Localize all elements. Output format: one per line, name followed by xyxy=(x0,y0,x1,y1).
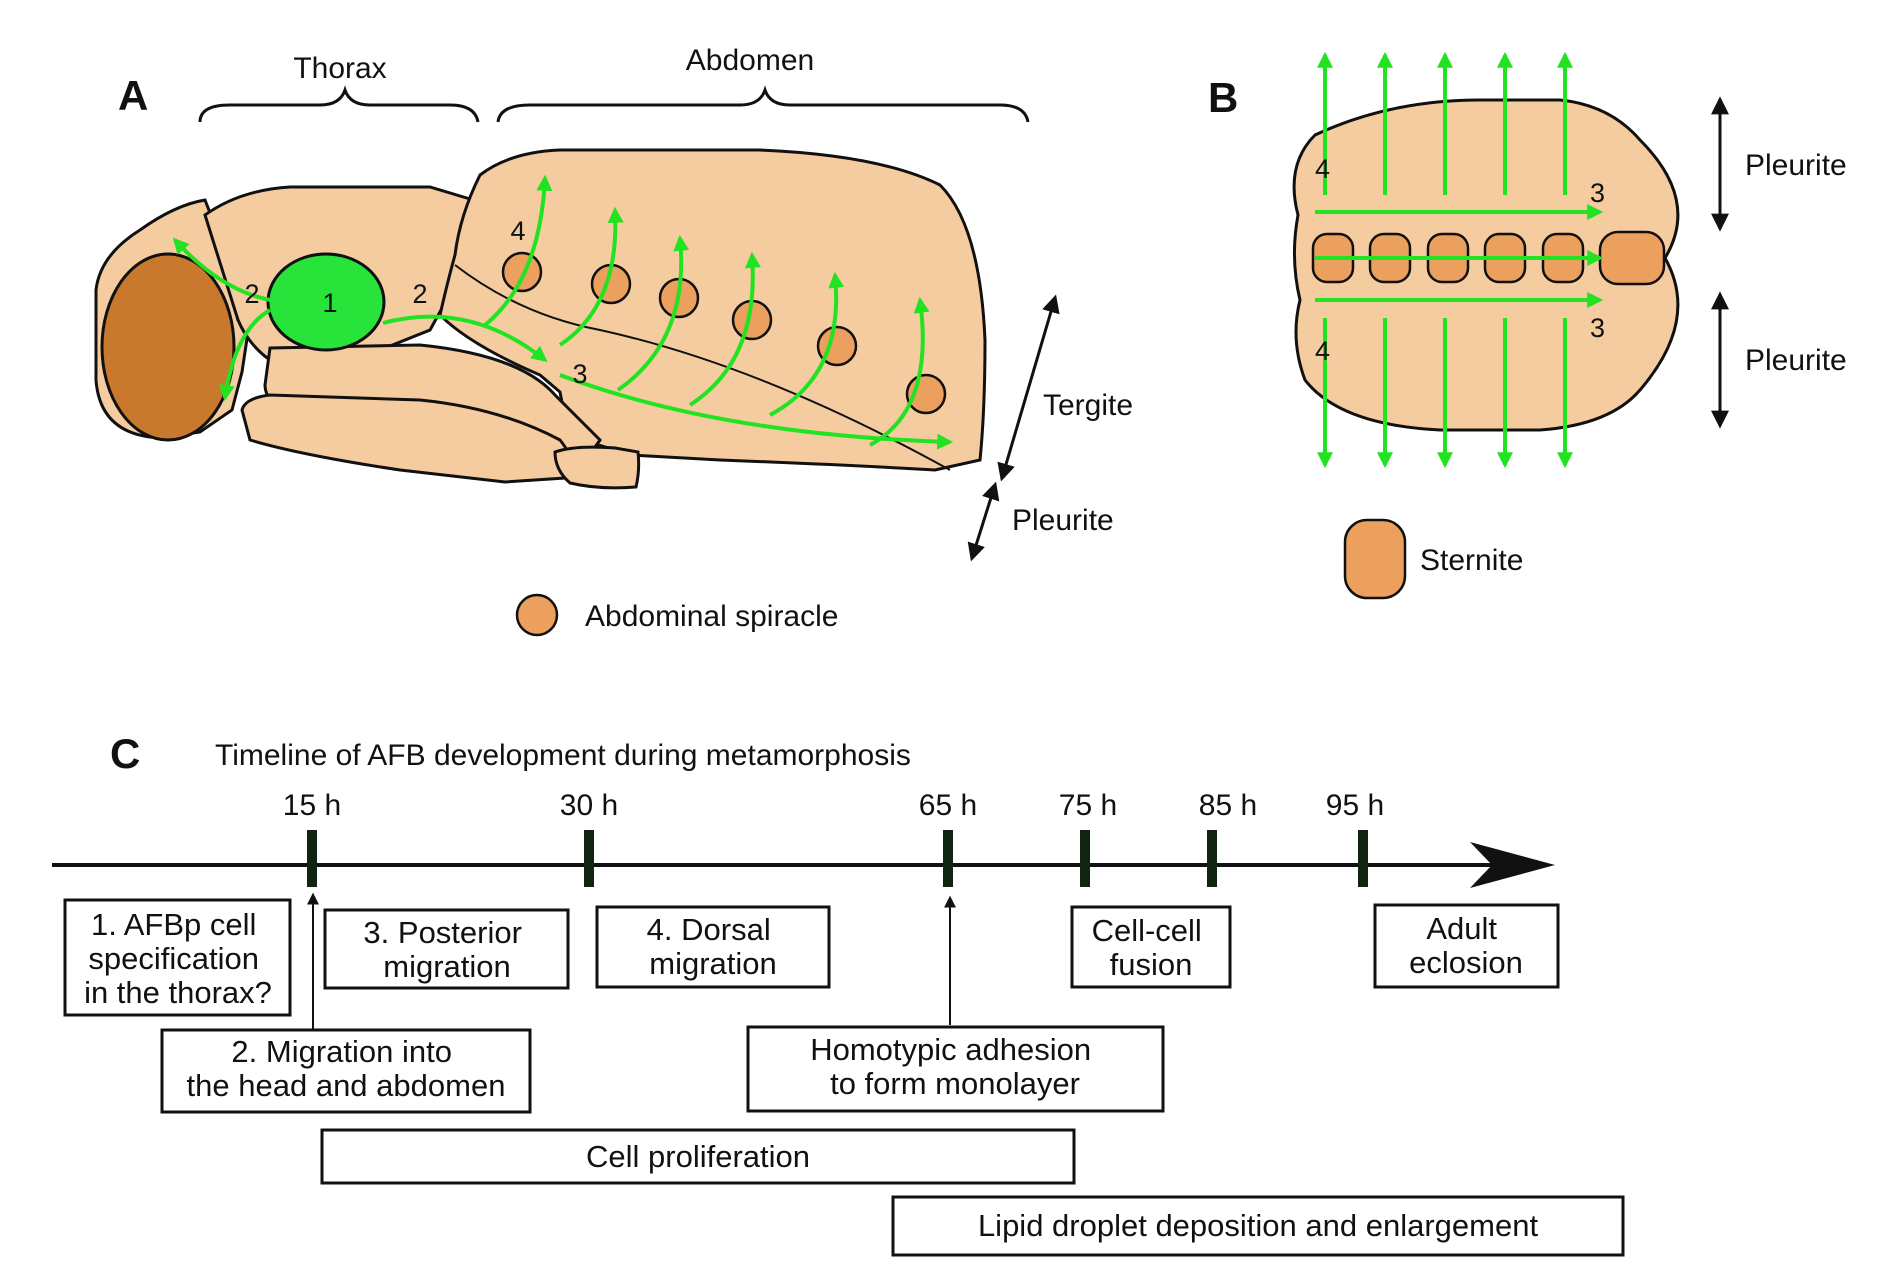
step-4-label-bottom: 4 xyxy=(1315,336,1330,366)
timeline-tick xyxy=(943,830,953,887)
box-lipid-droplet-text: Lipid droplet deposition and enlargement xyxy=(978,1208,1539,1243)
arrow-dorsal xyxy=(558,206,624,347)
leg-tip xyxy=(553,445,641,490)
tergite-arrow xyxy=(997,294,1060,482)
box-migration-head-abdomen xyxy=(160,1028,532,1114)
timeline-arrowhead xyxy=(1470,842,1555,888)
abdominal-spiracle xyxy=(501,251,543,293)
thorax-bracket xyxy=(198,85,480,123)
panel-b-letter: B xyxy=(1208,74,1238,121)
panel-a-letter: A xyxy=(118,72,148,119)
box-text-line: eclosion xyxy=(1409,945,1523,980)
tick-label-15h: 15 h xyxy=(283,789,341,822)
sternite-legend-swatch xyxy=(1343,518,1407,600)
step-4-label: 4 xyxy=(510,216,525,246)
spiracle-legend-swatch xyxy=(515,593,559,637)
arrow-dorsal xyxy=(688,251,761,407)
box-dorsal-migration xyxy=(595,905,831,989)
step-2-label-head: 2 xyxy=(244,279,259,309)
spiracle-legend-label: Abdominal spiracle xyxy=(585,600,838,633)
step-3-label-top: 3 xyxy=(1590,178,1605,208)
box-cell-fusion-text: Cell-cell fusion xyxy=(1092,913,1211,982)
step-1-label: 1 xyxy=(322,288,337,318)
tick-label-75h: 75 h xyxy=(1059,789,1117,822)
step-2-label-abdomen: 2 xyxy=(412,279,427,309)
abdomen-segment xyxy=(438,148,987,472)
timeline-tick xyxy=(1207,830,1217,887)
box-migration-head-abdomen-text: 2. Migration into the head and abdomen xyxy=(187,1034,506,1103)
arrow-dorsal xyxy=(483,174,553,327)
sternite-terminal xyxy=(1598,230,1666,286)
box-homotypic-adhesion xyxy=(746,1025,1165,1113)
box-text-line: 1. AFBp cell xyxy=(91,907,256,942)
box-dorsal-migration-text: 4. Dorsal migration xyxy=(647,912,780,981)
box-text-line: Cell-cell xyxy=(1092,913,1202,948)
tergite-label: Tergite xyxy=(1043,389,1133,422)
box-specification-text: 1. AFBp cell specification in the thorax… xyxy=(84,907,272,1010)
tick-label-65h: 65 h xyxy=(919,789,977,822)
abdomen-bracket xyxy=(496,85,1030,123)
box-text-line: the head and abdomen xyxy=(187,1068,506,1103)
box-homotypic-adhesion-text: Homotypic adhesion to form monolayer xyxy=(810,1032,1100,1101)
box-cell-proliferation-text: Cell proliferation xyxy=(586,1139,810,1174)
arrow-dorsal xyxy=(616,234,690,392)
box-text-line: specification xyxy=(88,941,259,976)
timeline-tick xyxy=(307,830,317,887)
tick-label-30h: 30 h xyxy=(560,789,618,822)
tick-label-95h: 95 h xyxy=(1326,789,1384,822)
arrow-dorsal xyxy=(769,271,845,417)
timeline-boxes xyxy=(63,898,1625,1257)
sternite-legend-label: Sternite xyxy=(1420,544,1523,577)
tick-label-85h: 85 h xyxy=(1199,789,1257,822)
box-specification xyxy=(63,898,292,1017)
panel-c: C Timeline of AFB development during met… xyxy=(52,730,1625,1257)
arrow-to-head-up xyxy=(172,237,271,302)
pleurite-label-a: Pleurite xyxy=(1012,504,1114,537)
timeline-tick xyxy=(1358,830,1368,887)
thorax-label: Thorax xyxy=(293,52,386,85)
abdomen-label: Abdomen xyxy=(686,44,814,77)
box-text-line: migration xyxy=(649,946,777,981)
arrow-posterior-migration xyxy=(559,373,954,450)
thorax-afbp-cluster xyxy=(266,252,386,352)
leg-segment-lower xyxy=(240,393,573,484)
pleurite-label-b-lower: Pleurite xyxy=(1745,344,1847,377)
timeline-tick xyxy=(584,830,594,887)
box-cell-fusion xyxy=(1070,905,1232,989)
panel-c-letter: C xyxy=(110,730,140,777)
box-text-line: 3. Posterior xyxy=(363,915,522,950)
box-text-line: to form monolayer xyxy=(830,1066,1080,1101)
compound-eye xyxy=(100,252,236,442)
step-4-label-top: 4 xyxy=(1315,154,1330,184)
box-text-line: Homotypic adhesion xyxy=(810,1032,1091,1067)
pleurite-label-b-upper: Pleurite xyxy=(1745,149,1847,182)
box-text-line: 4. Dorsal xyxy=(647,912,771,947)
migration-arrows-a xyxy=(172,174,954,450)
box-text-line: Adult xyxy=(1426,911,1497,946)
box-posterior-migration xyxy=(323,908,570,990)
box-lipid-droplet xyxy=(891,1195,1625,1257)
box-text-line: in the thorax? xyxy=(84,975,272,1010)
timeline-tick xyxy=(1080,830,1090,887)
migration-arrows-b xyxy=(1315,51,1604,469)
pleurite-arrow-a xyxy=(967,481,1000,562)
arrow-to-head-down xyxy=(218,308,272,402)
box-adult-eclosion-text: Adult eclosion xyxy=(1409,911,1523,980)
box-text-line: migration xyxy=(383,949,511,984)
panel-a: A Thorax Abdomen xyxy=(94,44,1133,637)
panel-b: B 4 3 3 4 Pleurite P xyxy=(1208,51,1847,600)
arrow-dorsal xyxy=(869,296,930,447)
timeline-title: Timeline of AFB development during metam… xyxy=(215,739,911,772)
step-3-label: 3 xyxy=(572,359,587,389)
box-text-line: fusion xyxy=(1110,947,1193,982)
box-adult-eclosion xyxy=(1373,903,1560,989)
box-posterior-migration-text: 3. Posterior migration xyxy=(363,915,530,984)
box-text-line: 2. Migration into xyxy=(231,1034,452,1069)
box-cell-proliferation xyxy=(320,1128,1076,1185)
step-3-label-bottom: 3 xyxy=(1590,313,1605,343)
arrow-into-abdomen xyxy=(382,314,548,362)
